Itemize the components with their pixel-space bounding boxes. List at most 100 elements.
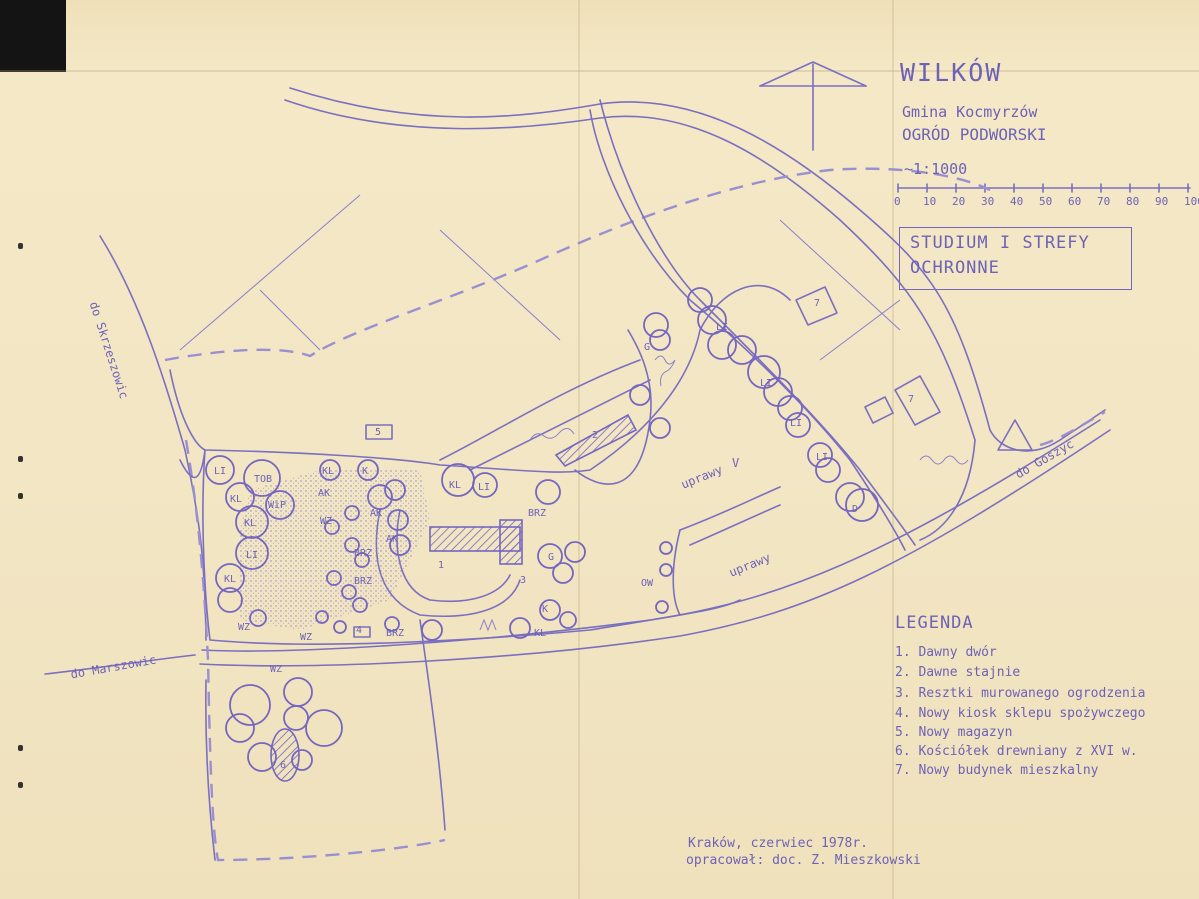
tree-label: AK <box>370 508 383 519</box>
tree-crown <box>659 541 673 555</box>
tree-label: LI <box>246 550 259 561</box>
tree-crown <box>354 552 370 568</box>
tree-crown <box>785 412 811 438</box>
tree-label: BRZ <box>528 508 547 519</box>
tree-crown <box>235 536 269 570</box>
tree-crown <box>215 563 245 593</box>
scale-tick-label: 10 <box>923 195 936 208</box>
tree-crown <box>539 599 561 621</box>
tree-crown <box>235 505 269 539</box>
scale-tick-label: 40 <box>1010 195 1023 208</box>
building-number: 3 <box>520 575 527 586</box>
scale-tick-label: 60 <box>1068 195 1081 208</box>
lawn-area <box>240 470 430 630</box>
municipality-label: Gmina Kocmyrzów <box>902 103 1038 121</box>
scale-tick-label: 50 <box>1039 195 1052 208</box>
legend-item: 5. Nowy magazyn <box>895 725 1013 740</box>
binder-mark <box>18 493 23 499</box>
label-ow: OW <box>641 578 654 589</box>
scale-tick-label: 0 <box>894 195 901 208</box>
tree-crown <box>835 482 865 512</box>
fold-line-horizontal <box>0 70 1199 72</box>
tree-crown <box>384 479 406 501</box>
tree-crown <box>344 537 360 553</box>
legend-item: 6. Kościółek drewniany z XVI w. <box>895 744 1138 759</box>
tree-label: K <box>362 466 369 477</box>
tree-label: LI <box>716 322 729 333</box>
tree-crown <box>344 505 360 521</box>
tree-label: LI <box>760 378 773 389</box>
scale-tick-label: 100 <box>1184 195 1199 208</box>
tree-label: BRZ <box>354 548 373 559</box>
fold-line-vertical-2 <box>892 0 894 899</box>
tree-crown <box>807 442 833 468</box>
legend-item: 7. Nowy budynek mieszkalny <box>895 763 1099 778</box>
tree-crown <box>509 617 531 639</box>
tree-label: AK <box>386 534 399 545</box>
protection-zone-boundary <box>164 167 1106 862</box>
tree-crown <box>552 562 574 584</box>
scale-tick-label: 80 <box>1126 195 1139 208</box>
legend-item: 4. Nowy kiosk sklepu spożywczego <box>895 706 1146 721</box>
tree-crown <box>225 713 255 743</box>
tree-label: WZ <box>238 622 251 633</box>
tree-crown <box>367 484 393 510</box>
tree-label: KL <box>449 480 462 491</box>
tree-label: AK <box>318 488 331 499</box>
tree-crown <box>472 472 498 498</box>
building-number: 5 <box>375 427 382 438</box>
building-number: 1 <box>438 560 445 571</box>
tree-label: KL <box>534 628 547 639</box>
tree-crown <box>421 619 443 641</box>
tree-crown <box>384 616 400 632</box>
tree-crown <box>629 384 651 406</box>
tree-crown <box>333 620 347 634</box>
tree-crown <box>659 563 673 577</box>
tree-crown <box>387 509 409 531</box>
tree-label: TOB <box>254 474 273 485</box>
tree-label: LI <box>816 452 829 463</box>
legend-item: 3. Resztki murowanego ogrodzenia <box>895 686 1146 701</box>
tree-label: WZ <box>270 664 283 675</box>
binder-mark <box>18 456 23 462</box>
study-title-line1: STUDIUM I STREFY <box>910 233 1090 253</box>
building-5-warehouse <box>365 424 393 440</box>
building-number: 2 <box>592 430 599 441</box>
scale-tick-label: 70 <box>1097 195 1110 208</box>
tree-crown <box>655 600 669 614</box>
building-1-wing <box>499 519 523 565</box>
tree-crown <box>283 705 309 731</box>
tree-crown <box>205 455 235 485</box>
tree-crown <box>727 335 757 365</box>
scale-tick-label: 90 <box>1155 195 1168 208</box>
tree-label: WZ <box>300 632 313 643</box>
tree-crown <box>649 329 671 351</box>
tree-label: KL <box>224 574 237 585</box>
tree-crown <box>341 584 357 600</box>
tree-crown <box>229 684 271 726</box>
tree-crown <box>243 459 281 497</box>
tree-crown <box>305 709 343 747</box>
tree-crown <box>815 457 841 483</box>
tree-crown <box>357 459 379 481</box>
tree-label: KL <box>322 466 335 477</box>
scale-label: ~1:1000 <box>904 160 968 178</box>
tree-crown <box>249 609 267 627</box>
shrubs <box>479 355 969 632</box>
building-number: 7 <box>908 394 915 405</box>
building-2-stables <box>554 413 638 468</box>
tree-crown <box>389 534 411 556</box>
study-box <box>899 227 1132 290</box>
scale-tick-label: 20 <box>952 195 965 208</box>
scale-tick-label: 30 <box>981 195 994 208</box>
tree-label: K <box>542 604 549 615</box>
tree-crown <box>777 395 803 421</box>
building-6-church <box>270 728 300 782</box>
field-label-v: V <box>732 456 740 470</box>
tree-label: G <box>644 342 651 353</box>
scan-corner <box>0 0 66 72</box>
tree-label: LI <box>214 466 227 477</box>
tree-crown <box>352 597 368 613</box>
building-4-kiosk <box>353 626 371 638</box>
study-title-line2: OCHRONNE <box>910 258 1000 278</box>
